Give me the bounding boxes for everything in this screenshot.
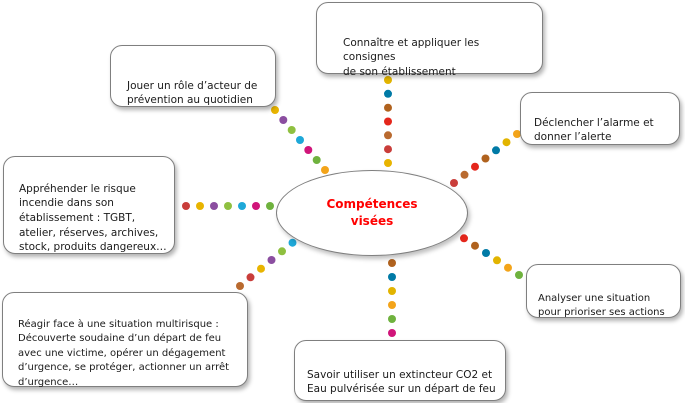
center-ellipse: Compétences visées [276, 170, 468, 256]
connector-dot [388, 287, 396, 295]
connector-dot [513, 130, 521, 138]
connector-dot [504, 263, 512, 272]
connector-dot [238, 202, 246, 210]
competence-text: Analyser une situation pour prioriser se… [538, 293, 665, 318]
competence-text: Réagir face à une situation multirisque … [18, 318, 230, 388]
connector-dot [182, 202, 190, 210]
connector-dot [236, 282, 244, 290]
competence-box-risque-incendie: Appréhender le risque incendie dans son … [3, 156, 175, 254]
connector-dot [246, 273, 255, 282]
center-label: Compétences visées [326, 197, 418, 228]
connector-dot [252, 202, 260, 210]
dots-to-analyser [449, 227, 523, 279]
competence-box-extincteur: Savoir utiliser un extincteur CO2 et Eau… [294, 340, 506, 401]
connector-dot [384, 117, 392, 126]
competence-box-multirisque: Réagir face à une situation multirisque … [2, 292, 248, 388]
connector-dot [388, 329, 396, 337]
connector-dot [460, 234, 468, 243]
competence-box-consignes: Connaître et appliquer les consignes de … [316, 2, 543, 78]
competence-box-acteur-prevention: Jouer un rôle d’acteur de prévention au … [110, 45, 276, 107]
competence-text: Déclencher l’alarme et donner l’alerte [534, 116, 654, 144]
connector-dot [388, 259, 396, 267]
competence-text: Appréhender le risque incendie dans son … [19, 182, 167, 254]
connector-dot [460, 170, 469, 179]
connector-dot [388, 301, 396, 309]
connector-dot [279, 116, 288, 124]
connector-dot [321, 166, 329, 174]
dots-to-risque-incendie [182, 202, 274, 210]
connector-dot [288, 238, 297, 247]
connector-dot [384, 89, 392, 98]
connector-dot [287, 126, 296, 134]
connector-dot [384, 103, 392, 112]
connector-dot [492, 146, 500, 155]
connector-dot [493, 256, 501, 265]
connector-dot [388, 315, 396, 323]
connector-dot [278, 247, 286, 256]
connector-dot [471, 162, 479, 171]
competence-box-analyser-situation: Analyser une situation pour prioriser se… [526, 264, 681, 318]
competence-text: Connaître et appliquer les consignes de … [343, 36, 480, 79]
connector-dot [388, 273, 396, 281]
connector-dot [384, 145, 392, 154]
competence-text: Savoir utiliser un extincteur CO2 et Eau… [307, 368, 496, 396]
competence-box-alarme: Déclencher l’alarme et donner l’alerte [520, 92, 680, 145]
connector-dot [224, 202, 232, 210]
dots-to-consignes [384, 76, 392, 167]
connector-dot [266, 202, 274, 210]
connector-dot [267, 256, 276, 264]
connector-dot [384, 159, 392, 167]
dots-to-alarme [450, 130, 521, 187]
dots-to-extincteur [388, 245, 396, 337]
connector-dot [502, 138, 511, 147]
connector-dot [196, 202, 204, 210]
connector-dot [257, 264, 265, 273]
connector-dot [271, 106, 279, 114]
connector-dot [312, 156, 321, 164]
connector-dot [450, 179, 458, 187]
connector-dot [471, 241, 479, 250]
connector-dot [481, 154, 490, 163]
connector-dot [384, 76, 392, 84]
connector-dot [296, 136, 304, 144]
connector-dot [304, 146, 313, 154]
dots-to-acteur-prevention [271, 106, 329, 174]
competence-text: Jouer un rôle d’acteur de prévention au … [127, 79, 258, 107]
connector-dot [482, 249, 490, 257]
connector-dot [515, 271, 523, 279]
connector-dot [210, 202, 218, 210]
connector-dot [384, 131, 392, 140]
